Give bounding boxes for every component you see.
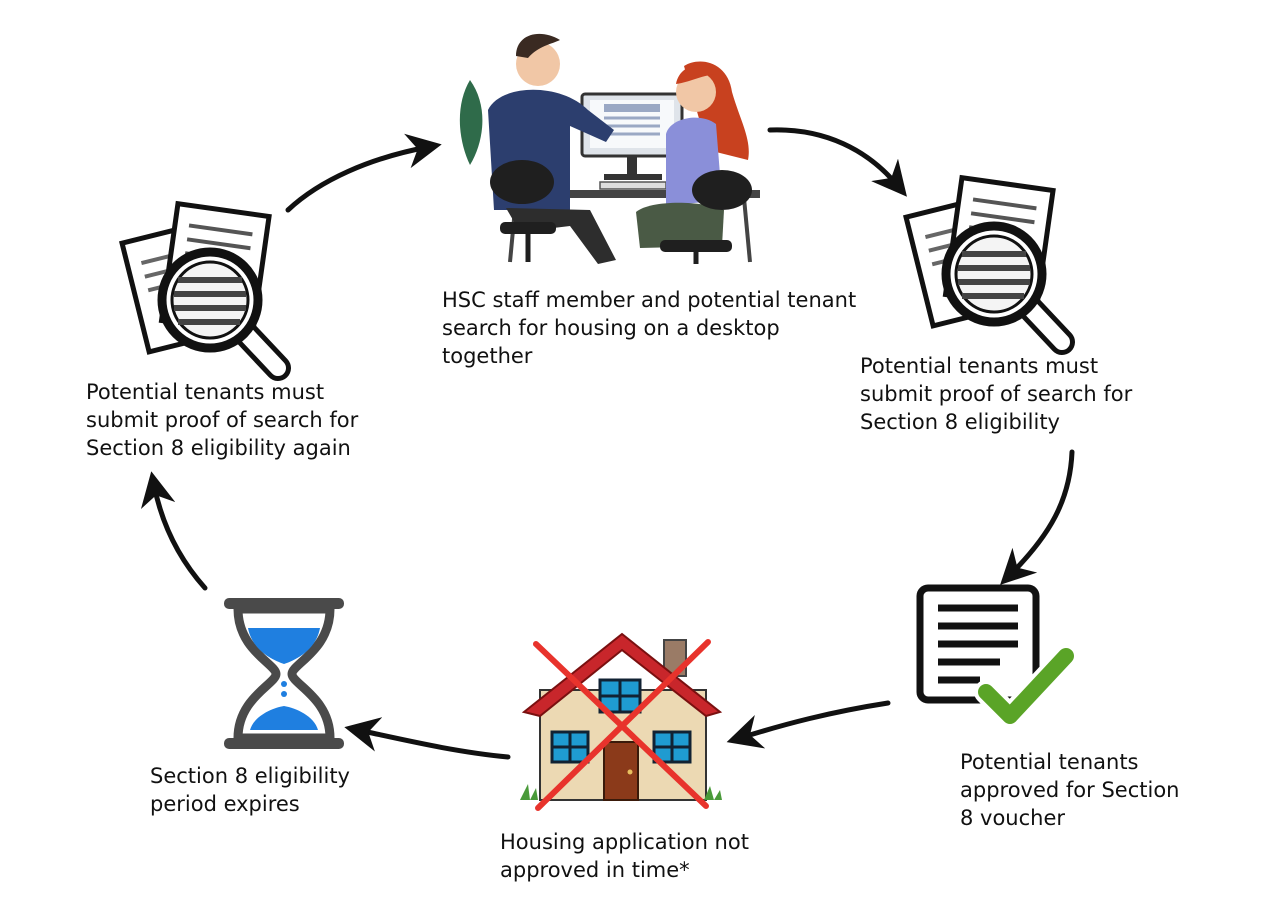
label-line: together — [442, 344, 533, 368]
step-label-eligibility-expires: Section 8 eligibility period expires — [150, 762, 350, 818]
label-line: Section 8 eligibility — [150, 764, 350, 788]
label-line: Section 8 eligibility — [860, 410, 1060, 434]
label-line: approved for Section — [960, 778, 1180, 802]
label-line: Potential tenants must — [86, 380, 325, 404]
documents-magnifier-icon-again — [122, 204, 278, 368]
document-checkmark-icon — [916, 584, 1078, 728]
step-label-staff-search: HSC staff member and potential tenant se… — [442, 286, 856, 370]
arrow-again-to-staff — [285, 133, 442, 213]
label-line: Housing application not — [500, 830, 749, 854]
step-label-voucher-approved: Potential tenants approved for Section 8… — [960, 748, 1179, 832]
arrow-expire-to-again — [140, 471, 208, 591]
documents-magnifier-icon — [906, 178, 1062, 342]
label-line: Section 8 eligibility again — [86, 436, 351, 460]
arrow-staff-to-submit — [767, 127, 907, 197]
step-label-submit-proof: Potential tenants must submit proof of s… — [860, 352, 1132, 436]
label-line: submit proof of search for — [86, 408, 359, 432]
label-line: submit proof of search for — [860, 382, 1133, 406]
label-line: HSC staff member and potential tenant — [442, 288, 857, 312]
arrow-approved-to-house — [726, 700, 891, 749]
label-line: 8 voucher — [960, 806, 1066, 830]
cycle-arrows — [140, 127, 1075, 760]
label-line: Potential tenants must — [860, 354, 1099, 378]
label-line: approved in time* — [500, 858, 690, 882]
staff-and-tenant-at-desktop-icon — [459, 33, 760, 264]
step-label-submit-proof-again: Potential tenants must submit proof of s… — [86, 378, 358, 462]
label-line: search for housing on a desktop — [442, 316, 780, 340]
hourglass-icon — [224, 598, 344, 749]
arrow-house-to-expire — [344, 717, 511, 760]
house-crossed-out-icon — [520, 632, 723, 811]
step-label-housing-not-approved: Housing application not approved in time… — [500, 828, 749, 884]
label-line: period expires — [150, 792, 300, 816]
arrow-submit-to-approved — [1000, 449, 1075, 585]
label-line: Potential tenants — [960, 750, 1139, 774]
